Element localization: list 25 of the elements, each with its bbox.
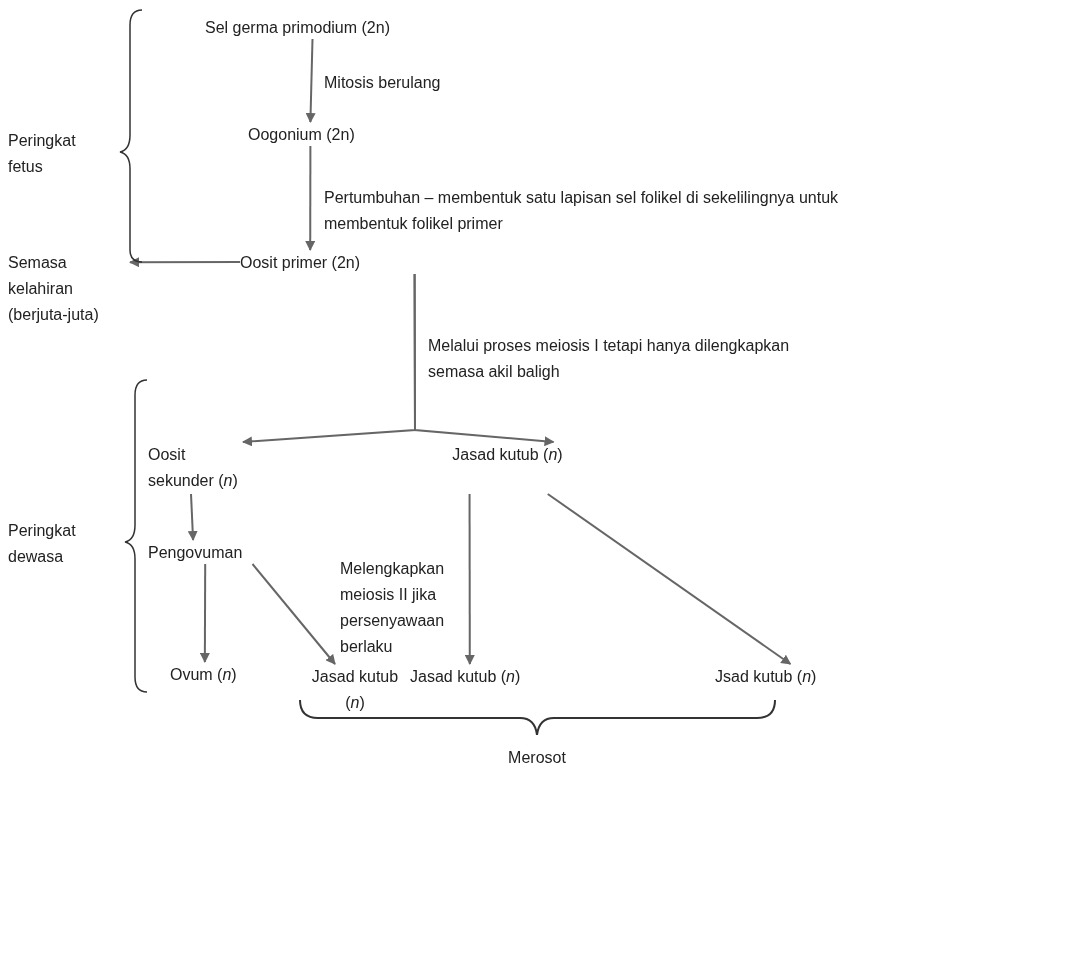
stage-label: Jasad kutub (n): [410, 667, 521, 687]
arrow: [413, 273, 555, 447]
arrow: [187, 493, 198, 541]
annotation: Merosot: [507, 748, 567, 768]
annotation: Peringkat dewasa: [8, 521, 77, 567]
annotation: Peringkat fetus: [8, 131, 77, 177]
stage-label: Jasad kutub (n): [452, 445, 563, 465]
stage-label: Semasa kelahiran (berjuta-juta): [8, 253, 100, 325]
stage-label: Pengovuman: [148, 543, 243, 563]
arrow: [305, 38, 316, 123]
arrow: [464, 493, 475, 665]
arrow: [546, 493, 792, 665]
arrow: [199, 563, 210, 663]
stage-label: Oosit sekunder (n): [148, 445, 239, 491]
stage-label: Jasad kutub (n): [310, 667, 400, 713]
stage-label: Jsad kutub (n): [715, 667, 817, 687]
arrow: [251, 563, 336, 665]
arrow: [129, 257, 241, 268]
annotation: Melengkapkan meiosis II jika persenyawaan berlaku: [340, 559, 446, 657]
annotation: Melalui proses meiosis I tetapi hanya dilengkapkan semasa akil baligh: [428, 336, 791, 382]
stage-label: Ovum (n): [170, 665, 237, 685]
arrow: [305, 145, 316, 251]
stage-label: Oogonium (2n): [248, 125, 355, 145]
stage-label: Sel germa primodium (2n): [205, 18, 390, 38]
stage-label: Oosit primer (2n): [240, 253, 361, 273]
